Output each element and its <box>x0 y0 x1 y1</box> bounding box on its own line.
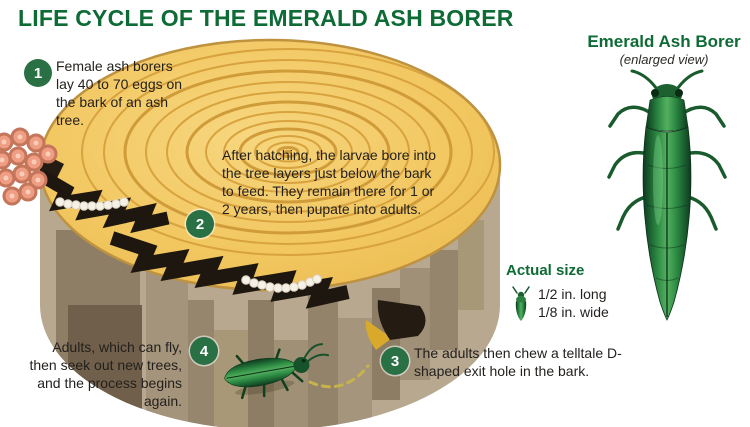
larvae-gallery-icon <box>38 152 350 309</box>
step-3-badge: 3 <box>381 347 409 375</box>
step-4-badge: 4 <box>190 337 218 365</box>
step-3-text: The adults then chew a telltale D-shaped… <box>414 345 622 379</box>
beetle-panel-subheading: (enlarged view) <box>619 52 709 67</box>
crawling-beetle-icon <box>224 343 330 400</box>
beetle-panel-heading: Emerald Ash Borer <box>587 32 741 51</box>
beetle-length-label: 1/2 in. long <box>538 286 607 302</box>
actual-size-heading: Actual size <box>506 262 585 279</box>
step-1-text: Female ash borers lay 40 to 70 eggs on t… <box>56 58 183 128</box>
actual-size-beetle-icon <box>512 286 530 321</box>
step-1-badge: 1 <box>24 59 52 87</box>
enlarged-beetle-illustration <box>607 69 727 321</box>
step-2-badge: 2 <box>186 210 214 238</box>
page-title: LIFE CYCLE OF THE EMERALD ASH BORER <box>18 5 514 31</box>
step-4-text: Adults, which can fly, then seek out new… <box>29 339 182 409</box>
egg-cluster-icon <box>0 127 58 206</box>
d-shaped-exit-hole-icon <box>365 300 426 350</box>
beetle-width-label: 1/8 in. wide <box>538 304 609 320</box>
flight-path-icon <box>308 364 370 389</box>
step-2-text: After hatching, the larvae bore into the… <box>222 147 437 217</box>
tree-rings-icon <box>81 48 495 256</box>
